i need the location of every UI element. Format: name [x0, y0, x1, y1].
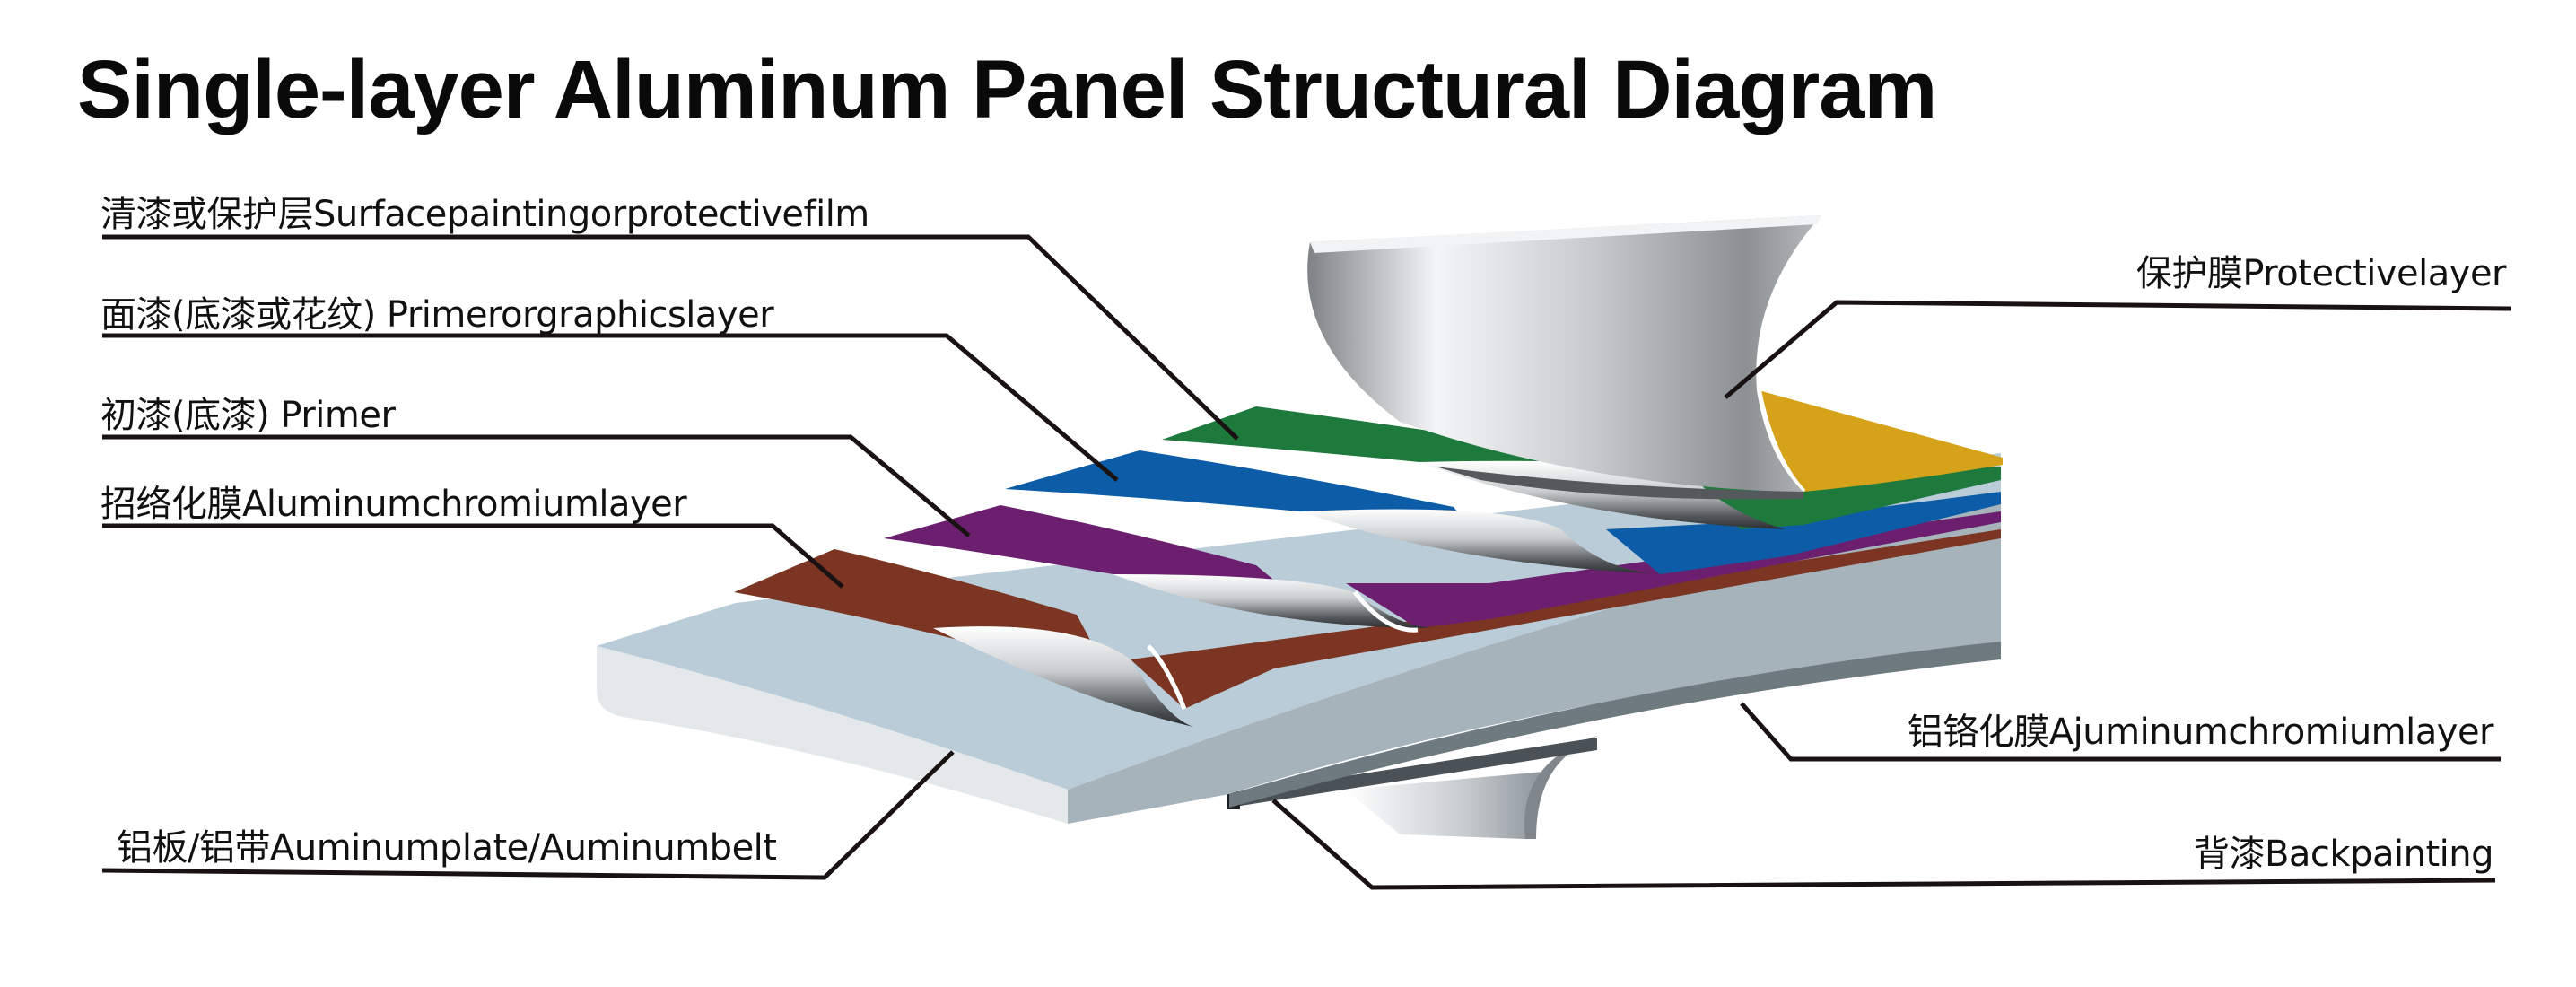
diagram-title: Single-layer Aluminum Panel Structural D… — [77, 44, 1937, 135]
label-primer-or-graphics: 面漆(底漆或花纹) Primerorgraphicslayer — [100, 294, 774, 336]
leader-lines — [101, 234, 2511, 890]
protective-film — [1307, 215, 2003, 500]
chromium-layer — [734, 529, 2001, 727]
label-aluminum-chromium: 招络化膜Aluminumchromiumlayer — [100, 484, 687, 525]
back-painting-layer — [1227, 736, 1597, 839]
label-primer: 初漆(底漆) Primer — [100, 395, 396, 436]
leader-line-primer — [102, 434, 971, 537]
leader-line-primer-or-graphics — [102, 333, 1119, 482]
label-aluminum-plate: 铝板/铝带Auminumplate/Auminumbelt — [117, 827, 777, 869]
graphics-layer — [1005, 450, 2001, 574]
leader-line-surface-painting — [102, 234, 1239, 441]
label-protective-layer: 保护膜Protectivelayer — [2135, 253, 2507, 294]
leader-line-aluminum-chromium — [102, 523, 844, 589]
label-back-painting: 背漆Backpainting — [2193, 834, 2494, 875]
label-surface-painting: 清漆或保护层Surfacepaintingorprotectivefilm — [100, 194, 869, 235]
leader-line-protective-layer — [1724, 300, 2511, 399]
leader-line-back-painting — [1271, 799, 2496, 890]
leader-line-back-chromium — [1740, 702, 2501, 762]
leader-line-aluminum-plate — [101, 750, 955, 880]
label-back-chromium: 铝铬化膜Ajuminumchromiumlayer — [1907, 712, 2494, 753]
